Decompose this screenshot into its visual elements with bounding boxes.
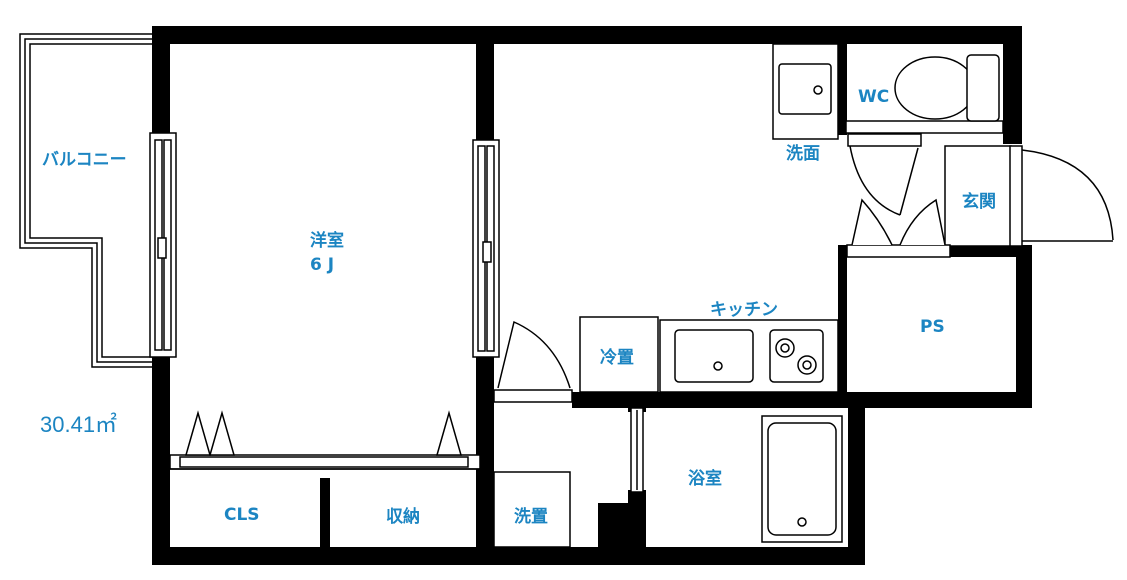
balcony-outline (19, 33, 152, 368)
closet-door (169, 410, 481, 470)
walls (152, 26, 1032, 565)
storage-label: 収納 (386, 506, 420, 527)
washbasin-fixture (772, 43, 839, 140)
laundry-label: 洗置 (514, 506, 548, 527)
bathroom-door (630, 407, 644, 493)
balcony-label: バルコニー (42, 150, 127, 170)
kitchen-label: キッチン (710, 300, 778, 320)
refrigerator-label: 冷置 (600, 347, 634, 368)
entrance-label: 玄関 (962, 191, 996, 212)
wc-door (847, 133, 922, 216)
entrance-partition (944, 145, 1023, 247)
laundry-space (493, 471, 571, 548)
kitchen-counter (659, 319, 839, 393)
cls-label: CLS (224, 505, 260, 525)
entrance-door (1021, 149, 1114, 242)
bathroom-label: 浴室 (688, 468, 722, 489)
western-room-size-label: 6 J (310, 255, 334, 275)
refrigerator-space (579, 316, 659, 393)
bathtub (761, 415, 843, 543)
washbasin-label: 洗面 (786, 143, 820, 164)
ps-label: PS (920, 317, 945, 337)
total-area-label: 30.41㎡ (40, 412, 117, 437)
partition-window (472, 139, 500, 358)
corridor-door (493, 320, 573, 403)
western-room-label: 洋室 (310, 230, 344, 251)
balcony-window (149, 132, 177, 358)
wc-label: WC (858, 87, 889, 107)
toilet-fixture (845, 54, 1004, 134)
double-door (846, 198, 951, 258)
